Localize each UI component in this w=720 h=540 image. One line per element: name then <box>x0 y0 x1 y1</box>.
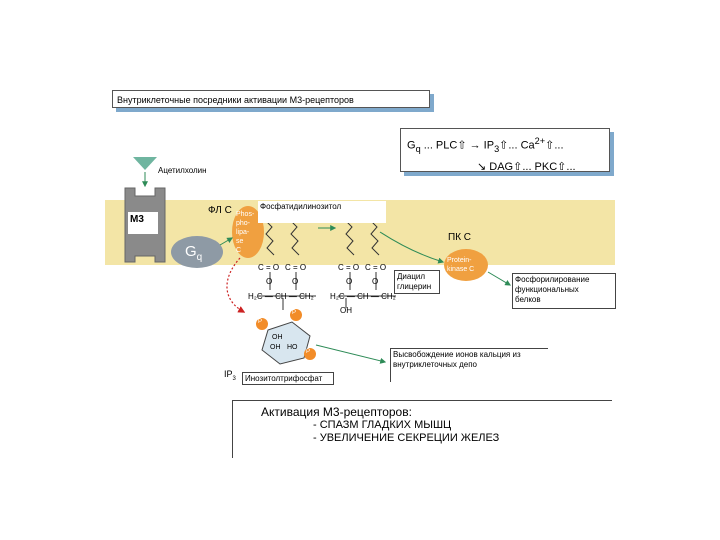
svg-text:H₂C — CH — CH₂: H₂C — CH — CH₂ <box>248 292 314 301</box>
svg-text:H₂C — CH — CH₂: H₂C — CH — CH₂ <box>330 292 396 301</box>
formula-plc-ip: ... PLC⇧ → IP <box>420 139 495 152</box>
phosphorylation-line: Фосфорилирование <box>515 275 590 284</box>
phosphorylation-line: функциональных <box>515 285 579 294</box>
diagram-title: Внутриклеточные посредники активации М3-… <box>112 90 430 108</box>
svg-text:C = O: C = O <box>338 263 359 272</box>
molecule-atoms: C = O C = O O O H₂C — CH — CH₂ C = O C =… <box>248 263 396 301</box>
acetylcholine-label: Ацетилхолин <box>158 166 207 175</box>
phosphorylation-label: Фосфорилирование функциональных белков <box>512 273 616 309</box>
inositol-ho: HO <box>287 344 298 351</box>
gq-label: Gq <box>185 243 202 263</box>
plc-enzyme-label: Phos- pho- lipa- se C <box>236 210 254 255</box>
dag-label-line: глицерин <box>397 282 432 291</box>
ip3-release-arrow <box>226 257 246 313</box>
formula-gq: G <box>407 139 416 152</box>
pathway-arrows <box>219 225 512 364</box>
ip3-main: IP <box>224 369 233 379</box>
calcium-release-line: Высвобождение ионов кальция из <box>393 350 521 359</box>
ip3-label: IP3 <box>224 369 236 382</box>
phosphatidylinositol-label: Фосфатидилинозитол <box>258 201 386 223</box>
pkc-label-line: kinase C <box>447 266 475 273</box>
pkc-enzyme-label: Protein- kinase C <box>447 256 474 274</box>
plc-label-line: lipa- <box>236 229 250 236</box>
lipid-tails <box>264 219 380 256</box>
inositol-oh-2: OH <box>270 344 281 351</box>
inositol-oh-1: OH <box>272 334 283 341</box>
formula-line-2: ↘ DAG⇧... PKC⇧... <box>477 160 576 173</box>
m3-label-bg <box>128 212 158 234</box>
phosphate-2-label: P <box>292 310 297 316</box>
gq-label-main: G <box>185 243 197 260</box>
gq-label-sub: q <box>196 252 203 263</box>
calcium-release-label: Высвобождение ионов кальция из внутрикле… <box>390 348 548 382</box>
svg-text:O: O <box>266 277 272 286</box>
pathway-formula-box: Gq ... PLC⇧ → IP3⇧... Ca2+⇧... ↘ DAG⇧...… <box>400 128 610 173</box>
pkc-label: ПК С <box>448 232 472 243</box>
inositol-triphosphate-label: Инозитолтрифосфат <box>242 372 334 385</box>
calcium-release-line: внутриклеточных депо <box>393 360 477 369</box>
phosphate-3-icon <box>304 348 316 360</box>
phosphate-1-label: P <box>258 319 263 325</box>
svg-text:O: O <box>292 277 298 286</box>
svg-text:O: O <box>372 277 378 286</box>
result-item: - УВЕЛИЧЕНИЕ СЕКРЕЦИИ ЖЕЛЕЗ <box>313 432 500 444</box>
formula-ca: ⇧... Ca <box>499 139 535 152</box>
diacylglycerol-label: Диацил глицерин <box>394 270 440 294</box>
phosphate-2-icon <box>290 309 302 321</box>
plc-label-line: pho- <box>236 220 251 227</box>
inositol-ring-shape <box>261 321 311 365</box>
phospholipid-skeleton <box>258 272 396 310</box>
formula-ip-sub: 3 <box>494 143 500 154</box>
svg-text:O: O <box>346 277 352 286</box>
phosphorylation-line: белков <box>515 295 541 304</box>
result-box: Активация М3-рецепторов: - СПАЗМ ГЛАДКИХ… <box>232 400 612 458</box>
svg-text:C = O: C = O <box>285 263 306 272</box>
pkc-enzyme-shape <box>444 249 488 281</box>
svg-text:C = O: C = O <box>365 263 386 272</box>
phosphate-3-label: P <box>306 349 311 355</box>
formula-end: ⇧... <box>545 139 564 152</box>
result-title: Активация М3-рецепторов: <box>261 405 412 419</box>
plc-label-line: Phos- <box>236 211 255 218</box>
phosphate-1-icon <box>256 318 268 330</box>
svg-text:C = O: C = O <box>258 263 279 272</box>
formula-line-1: Gq ... PLC⇧ → IP3⇧... Ca2+⇧... <box>407 132 603 158</box>
formula-gq-sub: q <box>415 143 421 154</box>
acetylcholine-triangle-icon <box>133 157 157 170</box>
dag-label-line: Диацил <box>397 272 426 281</box>
plc-label-line: C <box>236 247 242 254</box>
formula-ca-sup: 2+ <box>534 136 546 146</box>
result-item: - СПАЗМ ГЛАДКИХ МЫШЦ <box>313 419 452 431</box>
gq-protein-shape <box>171 236 223 268</box>
ip3-sub: 3 <box>232 375 236 382</box>
m3-label: М3 <box>130 214 144 225</box>
oh-label: OH <box>340 306 352 315</box>
flc-label: ФЛ С <box>208 205 232 216</box>
plc-label-line: se <box>236 238 244 245</box>
plc-enzyme-shape <box>232 206 264 258</box>
pkc-label-line: Protein- <box>447 257 472 264</box>
